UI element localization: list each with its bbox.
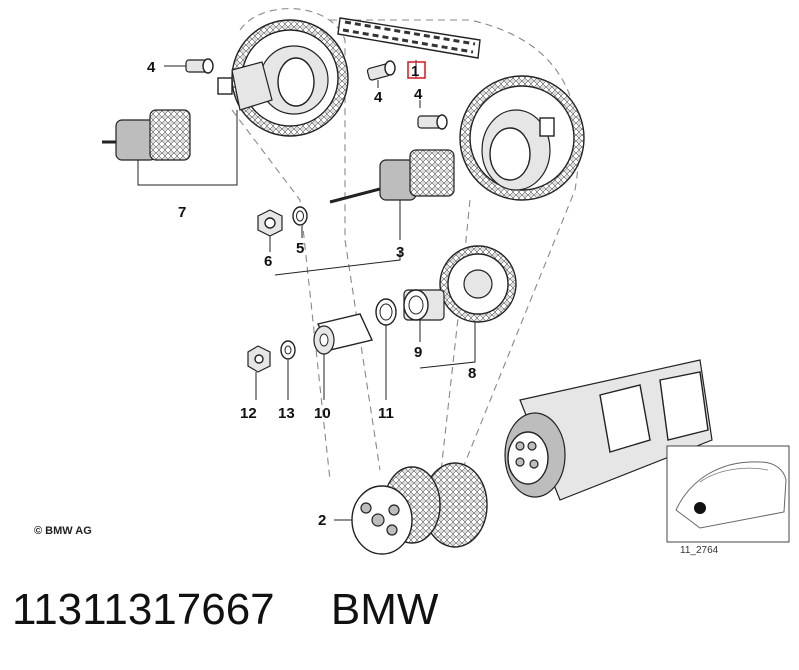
sprocket-8[interactable] [439,245,517,323]
callout-7[interactable]: 7 [178,204,186,221]
callout-4-right[interactable]: 4 [414,86,423,103]
callout-10[interactable]: 10 [314,405,331,422]
callout-6[interactable]: 6 [264,253,272,270]
nut-6[interactable] [257,209,283,237]
sleeve-10[interactable] [313,313,373,355]
needle-bearing-9[interactable] [403,289,445,321]
callout-5[interactable]: 5 [296,240,304,257]
callout-1-highlight [407,61,426,79]
camshaft-sprocket-left[interactable] [217,19,349,137]
part-caption: 11311317667 BMW [12,585,438,635]
callout-12[interactable]: 12 [240,405,257,422]
intermediate-shaft-7[interactable] [102,109,191,161]
parts-diagram: 1 2 3 4 4 4 5 6 7 8 9 10 11 12 13 [102,8,790,555]
diagram-code: 11_2764 [680,545,719,556]
copyright-notice: © BMW AG [34,525,92,537]
callout-3[interactable]: 3 [396,244,404,261]
vehicle-inset [666,445,790,543]
callout-1[interactable]: 1 [411,63,419,80]
crankshaft [504,359,713,501]
callout-2[interactable]: 2 [318,512,326,529]
bolt-center[interactable] [366,60,396,81]
callout-11[interactable]: 11 [378,405,394,422]
nut-12[interactable] [247,345,271,373]
intermediate-shaft-3[interactable] [329,149,455,204]
bolt-right[interactable] [417,114,448,130]
callout-9[interactable]: 9 [414,344,422,361]
washer-5[interactable] [292,206,308,226]
leader-lines [137,60,476,521]
callout-4-center[interactable]: 4 [374,89,383,106]
callout-8[interactable]: 8 [468,365,476,382]
callout-4-left[interactable]: 4 [147,59,156,76]
bolt-left[interactable] [185,58,214,74]
camshaft-sprocket-right[interactable] [459,75,585,201]
washer-13[interactable] [280,340,296,360]
callout-13[interactable]: 13 [278,405,295,422]
crankshaft-sprocket-2[interactable] [351,462,488,555]
o-ring-11[interactable] [375,298,397,326]
part-number: 11311317667 [12,585,275,634]
timing-chain[interactable] [337,17,481,59]
brand-name: BMW [330,585,439,634]
